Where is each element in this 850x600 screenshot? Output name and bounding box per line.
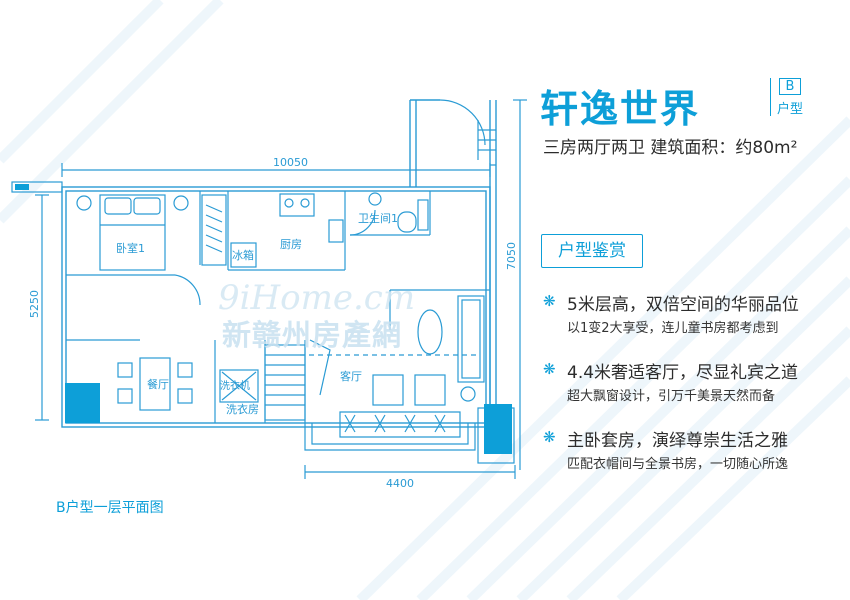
dimension-left-line — [35, 194, 49, 421]
feature-description: 超大飘窗设计，引万千美景天然而备 — [567, 389, 776, 404]
room-label-dining: 餐厅 — [147, 377, 169, 391]
dimension-right-line — [513, 99, 527, 470]
unit-summary: 三房两厅两卫 建筑面积：约80m² — [543, 138, 798, 158]
feature-headline: 5米层高，双倍空间的华丽品位 — [567, 295, 799, 315]
wardrobe-icon — [201, 194, 227, 266]
watermark-script: 9iHome.cm — [218, 278, 416, 318]
dimension-right-label: 7050 — [505, 242, 518, 270]
unit-type-label: 户型 — [776, 102, 803, 117]
bay-window — [304, 411, 476, 451]
feature-headline: 4.4米奢适客厅，尽显礼宾之道 — [567, 363, 799, 383]
stove-icon — [279, 193, 315, 217]
dining-table-icon — [117, 357, 193, 411]
feature-headline: 主卧套房，演绎尊崇生活之雅 — [567, 431, 788, 451]
header: 轩逸世界 — [540, 78, 700, 133]
dimension-bottom-line — [304, 465, 516, 479]
bedroom-door-swing — [174, 274, 201, 306]
watermark-chinese: 新赣州房產網 — [222, 318, 403, 352]
snowflake-bullet-icon: ❋ — [543, 360, 556, 378]
bed-icon — [76, 194, 189, 271]
dimension-left-label: 5250 — [28, 290, 41, 318]
feature-description: 匹配衣帽间与全景书房，一切随心所逸 — [567, 457, 789, 472]
room-label-washer: 洗衣机 — [220, 379, 250, 392]
outer-walls — [61, 99, 497, 428]
bathroom-door-swing — [349, 209, 376, 236]
sofa-icon — [372, 295, 485, 406]
unit-type-letter: B — [779, 78, 801, 95]
column-right — [484, 404, 512, 454]
room-label-fridge: 冰箱 — [232, 248, 254, 262]
entrance-marker — [15, 184, 29, 190]
dimension-top-label: 10050 — [273, 156, 308, 169]
fridge-box — [230, 242, 257, 268]
floorplan-caption: B户型一层平面图 — [56, 500, 164, 516]
room-label-living: 客厅 — [340, 369, 362, 383]
snowflake-bullet-icon: ❋ — [543, 292, 556, 310]
kitchen-sink-icon — [328, 219, 344, 243]
room-label-bathroom: 卫生间1 — [358, 211, 398, 225]
entrance-balcony — [11, 181, 63, 193]
unit-type-badge: B 户型 — [770, 78, 809, 117]
washer-icon — [219, 369, 259, 403]
page-title: 轩逸世界 — [540, 87, 701, 131]
snowflake-bullet-icon: ❋ — [543, 428, 556, 446]
entry-door-swing — [439, 99, 486, 146]
room-label-bedroom: 卧室1 — [116, 241, 145, 255]
room-label-laundry: 洗衣房 — [226, 402, 259, 416]
feature-description: 以1变2大享受，连儿童书房都考虑到 — [567, 321, 779, 336]
column-left — [65, 383, 100, 423]
bathroom-fixtures — [368, 192, 429, 233]
section-appreciation-label: 户型鉴赏 — [541, 234, 643, 268]
stairs-icon — [264, 339, 331, 421]
room-label-kitchen: 厨房 — [280, 238, 302, 251]
dimension-bottom-label: 4400 — [386, 477, 414, 490]
